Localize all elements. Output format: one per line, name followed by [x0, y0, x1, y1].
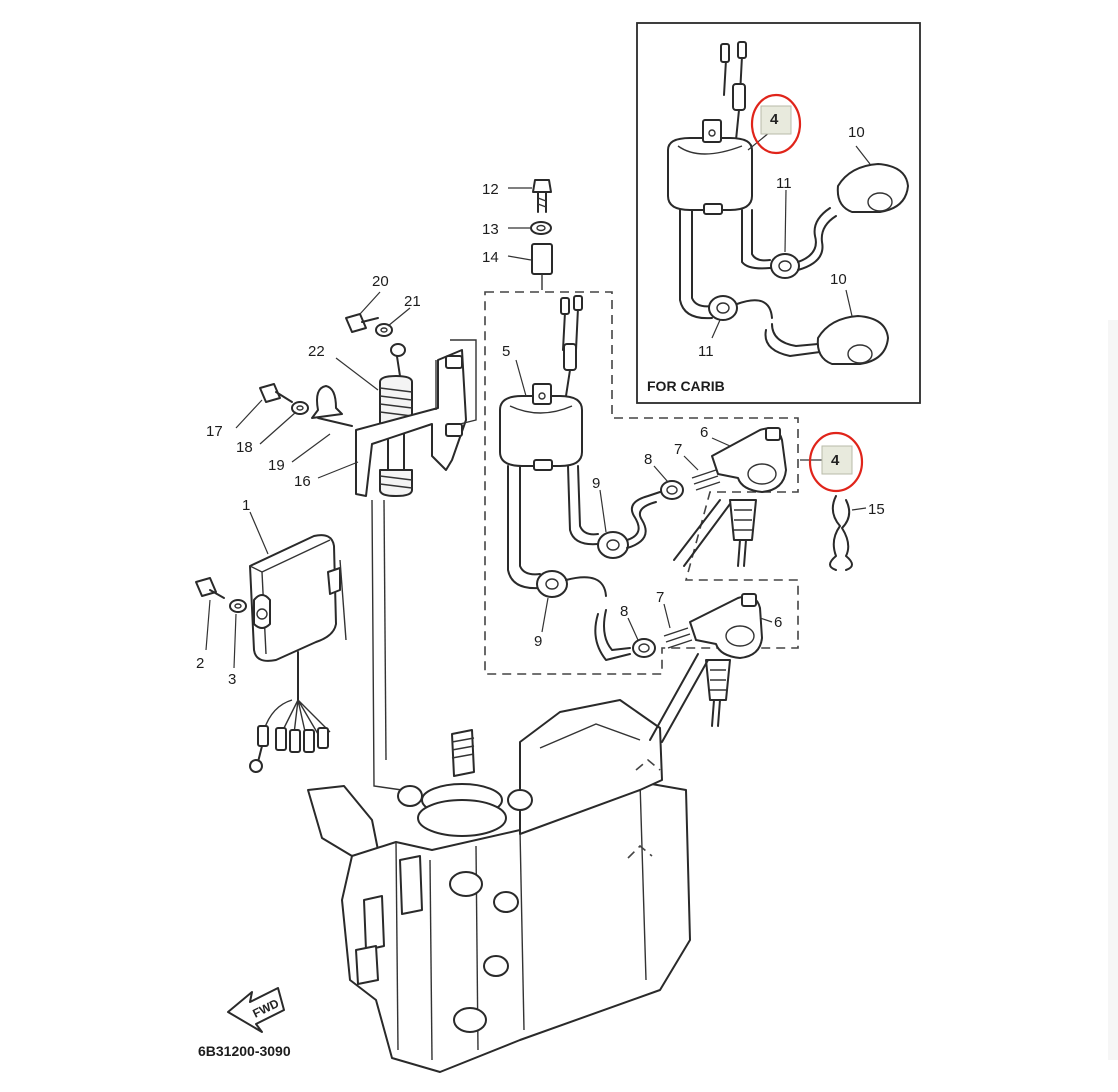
callout-9-upper: 9 [592, 475, 600, 492]
bracket [355, 349, 467, 497]
callout-1: 1 [242, 497, 250, 514]
callout-15: 15 [868, 501, 885, 518]
grommet-main-lower [536, 570, 568, 598]
ignition-coil-inset [667, 137, 753, 211]
engine-block [307, 499, 731, 1073]
callout-14: 14 [482, 249, 499, 266]
ignition-coil-main [499, 395, 583, 467]
diagram-part-number: 6B31200-3090 [198, 1043, 291, 1059]
callout-17: 17 [206, 423, 223, 440]
callout-13: 13 [482, 221, 499, 238]
wire-clip: 15 [829, 495, 885, 571]
red-highlight-circle-inset [750, 93, 802, 155]
highlight-main: 4 [800, 431, 864, 493]
coil-spring-lower [379, 469, 413, 497]
crankshaft-end [451, 729, 475, 777]
cdi-unit-group: 1 2 3 [195, 497, 341, 773]
callout-20: 20 [372, 273, 389, 290]
callout-8-lower: 8 [620, 603, 628, 620]
callout-16: 16 [294, 473, 311, 490]
callout-10-upper: 10 [848, 124, 865, 141]
red-highlight-circle-main [808, 431, 864, 493]
callout-11-upper: 11 [776, 175, 792, 192]
inset-panel: 10 11 10 11 FOR CARIB 4 [636, 22, 921, 404]
callout-7-upper: 7 [674, 441, 682, 458]
spark-plugs [705, 499, 757, 727]
callout-7-lower: 7 [656, 589, 664, 606]
callout-19: 19 [268, 457, 285, 474]
grommet-inset-lower [708, 295, 738, 321]
fwd-arrow: FWD [227, 987, 285, 1033]
plug-cap-inset-upper [836, 163, 909, 213]
callout-11-lower: 11 [698, 343, 714, 360]
coil-fasteners: 12 13 14 [482, 179, 553, 290]
callout-9-lower: 9 [534, 633, 542, 650]
plug-cap-inset-lower [816, 315, 889, 365]
page-scrollbar[interactable] [1108, 320, 1118, 1060]
grommet-main-upper [597, 531, 629, 559]
mounting-bracket-group: 20 21 22 17 18 19 16 [206, 273, 477, 497]
callout-2: 2 [196, 655, 204, 672]
callout-6-upper: 6 [700, 424, 708, 441]
callout-5: 5 [502, 343, 510, 360]
highlighted-callout-4-inset: 4 [770, 111, 779, 128]
inset-caption: FOR CARIB [647, 378, 725, 394]
callout-22: 22 [308, 343, 325, 360]
highlighted-callout-4-main: 4 [831, 452, 840, 469]
ignition-coil-assembly: 5 9 9 8 7 6 8 7 6 [484, 291, 799, 675]
callout-6-lower: 6 [774, 614, 782, 631]
coil-spring-upper [379, 375, 413, 425]
callout-21: 21 [404, 293, 421, 310]
callout-10-lower: 10 [830, 271, 847, 288]
callout-18: 18 [236, 439, 253, 456]
callout-12: 12 [482, 181, 499, 198]
callout-8-upper: 8 [644, 451, 652, 468]
cdi-unit [249, 534, 337, 662]
callout-3: 3 [228, 671, 236, 688]
grommet-inset-upper [770, 253, 800, 279]
